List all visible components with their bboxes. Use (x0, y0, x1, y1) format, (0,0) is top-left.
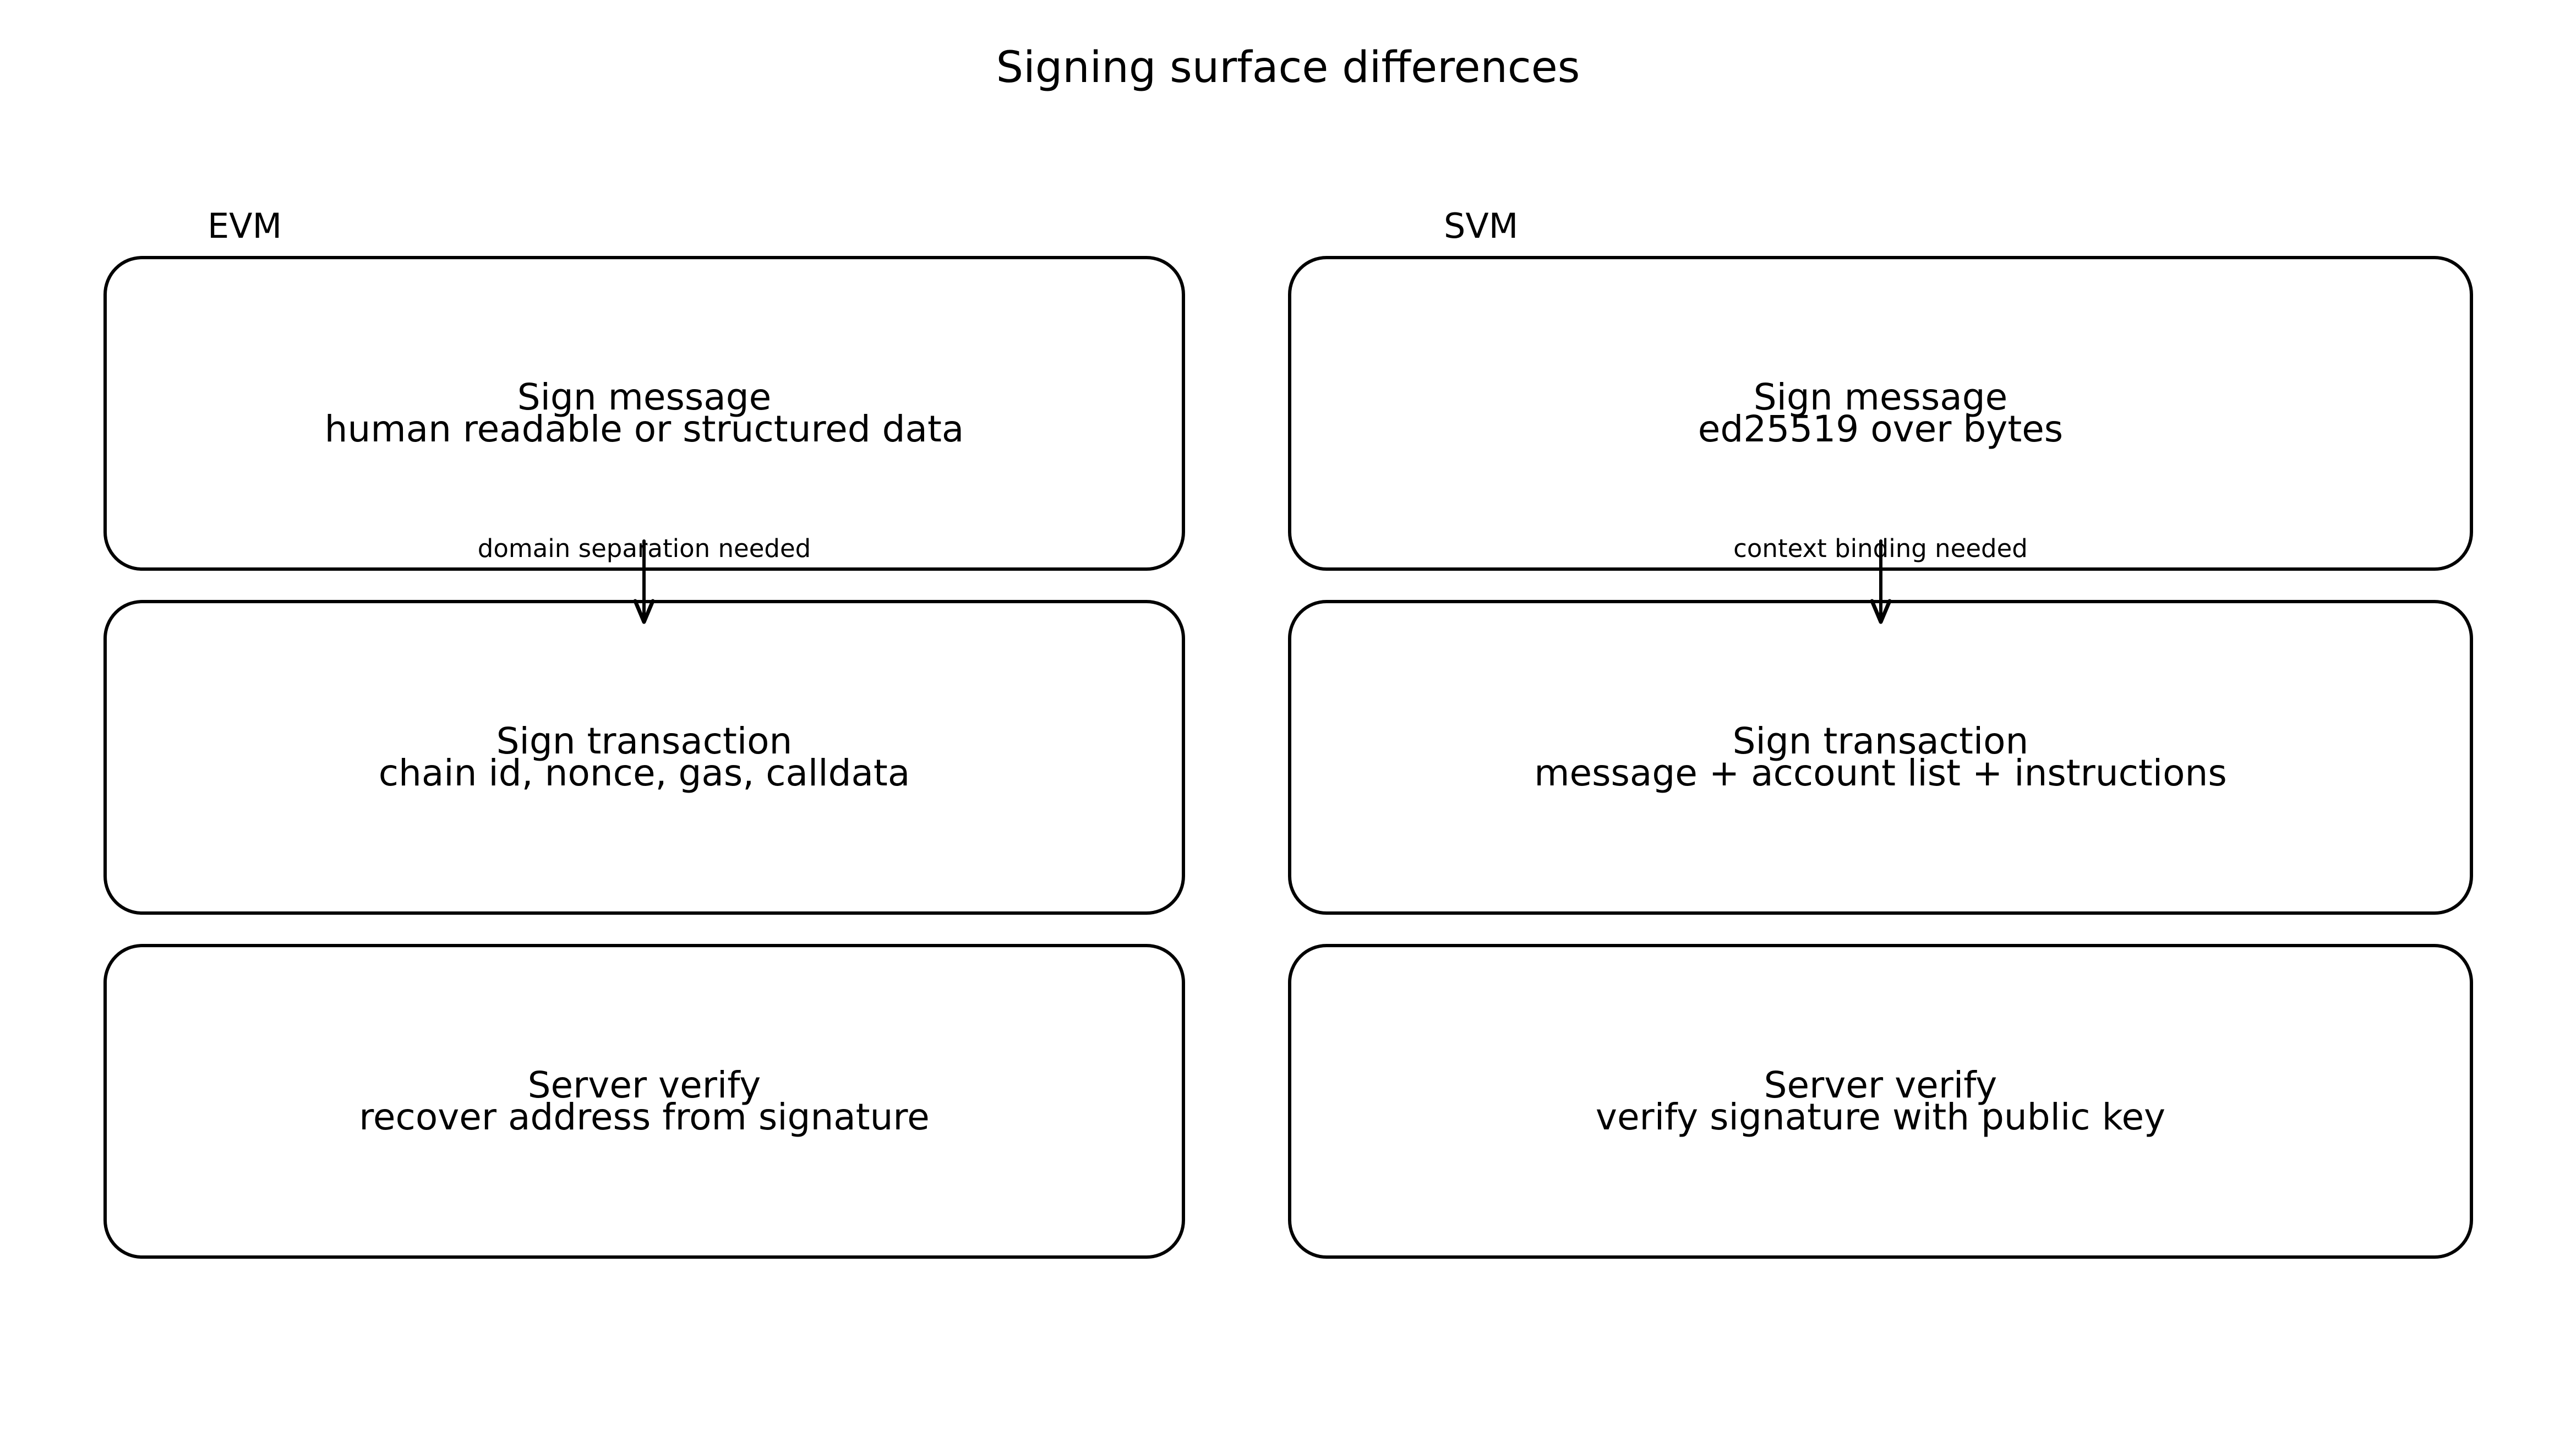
evm-server-verify-box: Server verify recover address from signa… (103, 944, 1185, 1259)
box-text-line2: human readable or structured data (324, 408, 964, 450)
box-text-line2: message + account list + instructions (1534, 752, 2227, 794)
box-text-line2: verify signature with public key (1595, 1096, 2166, 1138)
diagram-title: Signing surface differences (996, 43, 1580, 92)
evm-sign-transaction-box: Sign transaction chain id, nonce, gas, c… (103, 600, 1185, 915)
svm-server-verify-text: Server verify verify signature with publ… (1595, 1064, 2166, 1138)
svm-sign-message-text: Sign message ed25519 over bytes (1698, 376, 2064, 450)
box-text-line1: Sign transaction (496, 720, 793, 762)
svm-server-verify-box: Server verify verify signature with publ… (1288, 944, 2473, 1259)
column-header-svm: SVM (1444, 206, 1519, 246)
box-text-line2: chain id, nonce, gas, calldata (378, 752, 910, 794)
svm-sign-message-box: Sign message ed25519 over bytes (1288, 256, 2473, 571)
evm-arrow-label: domain separation needed (477, 534, 811, 563)
box-text-line1: Sign message (517, 376, 772, 418)
svm-sign-transaction-box: Sign transaction message + account list … (1288, 600, 2473, 915)
box-text-line1: Sign message (1753, 376, 2008, 418)
box-text-line1: Server verify (1764, 1064, 1998, 1106)
box-text-line1: Sign transaction (1732, 720, 2029, 762)
box-text-line1: Server verify (527, 1064, 761, 1106)
svm-arrow-label: context binding needed (1733, 534, 2028, 563)
column-header-evm: EVM (208, 206, 282, 246)
box-text-line2: ed25519 over bytes (1698, 408, 2064, 450)
evm-sign-message-box: Sign message human readable or structure… (103, 256, 1185, 571)
svm-sign-transaction-text: Sign transaction message + account list … (1534, 720, 2227, 794)
evm-server-verify-text: Server verify recover address from signa… (359, 1064, 930, 1138)
svm-down-arrow-icon (1870, 539, 1892, 624)
box-text-line2: recover address from signature (359, 1096, 930, 1138)
evm-sign-message-text: Sign message human readable or structure… (324, 376, 964, 450)
evm-down-arrow-icon (633, 539, 655, 624)
evm-sign-transaction-text: Sign transaction chain id, nonce, gas, c… (378, 720, 910, 794)
